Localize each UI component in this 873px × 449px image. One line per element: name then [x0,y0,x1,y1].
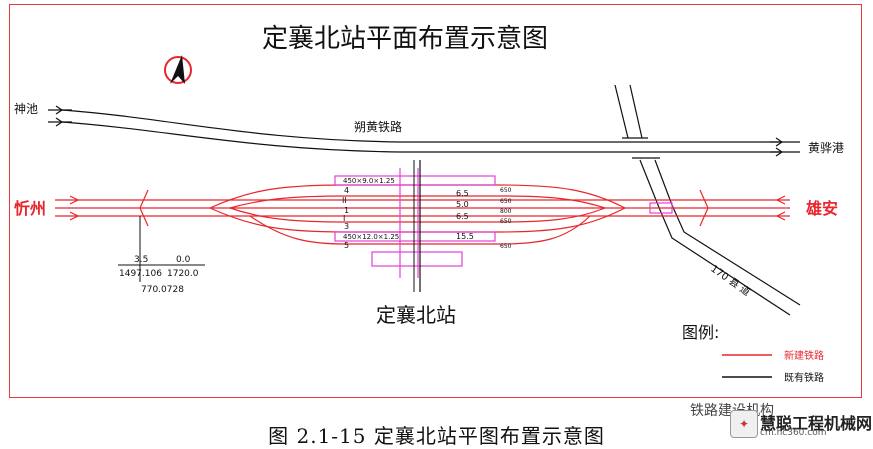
label-xiongan: 雄安 [805,199,838,218]
track-label: 4 [344,186,349,195]
legend-new-label: 新建铁路 [784,349,824,362]
watermark-logo-icon: ✦ [730,410,758,438]
effective-length-code: 650 [500,187,512,194]
mileage-lower-left: 1497.106 [119,269,162,279]
track-label: 5 [344,241,349,250]
label-shuohuang-railway: 朔黄铁路 [354,119,402,134]
mileage-bottom: 770.0728 [141,285,184,295]
platform-label-lower: 450×12.0×1.25 [343,233,399,241]
effective-length-code: 650 [500,218,512,225]
effective-length-code: 800 [500,208,512,215]
new-railway [55,184,790,245]
figure-caption: 图 2.1-15 定襄北站平图布置示意图 [268,424,605,448]
track-label: 1 [344,206,349,215]
legend-existing-label: 既有铁路 [784,371,824,384]
mileage-upper-right: 0.0 [176,255,191,265]
north-arrow-icon [164,55,192,84]
mileage-lower-right: 1720.0 [167,269,199,279]
drawing-frame [9,4,862,398]
track-length: 5.0 [456,200,469,209]
label-huanghuagang: 黄骅港 [808,141,844,155]
platform-label-upper: 450×9.0×1.25 [343,177,395,185]
track-length: 6.5 [456,212,469,221]
track-label: 3 [344,222,349,231]
track-length: 15.5 [456,232,474,241]
effective-length-code: 650 [500,198,512,205]
existing-railway [48,84,801,316]
track-label: II [342,196,347,205]
platforms [334,168,673,278]
track-length: 6.5 [456,189,469,198]
effective-length-code: 650 [500,243,512,250]
diagram-title: 定襄北站平面布置示意图 [262,24,548,54]
track-label: I [343,214,345,223]
label-xinzhou: 忻州 [14,199,46,218]
mileage-upper-left: 3.5 [134,255,148,265]
label-county-road: 170 县 道 [708,262,753,299]
watermark-url: cm.hc360.com [760,428,827,438]
station-name: 定襄北站 [376,303,456,327]
legend-title: 图例: [682,323,719,342]
watermark-brand: 慧聪工程机械网 [760,414,873,433]
label-shenchi: 神池 [14,102,38,116]
mileage-marker [118,216,205,282]
